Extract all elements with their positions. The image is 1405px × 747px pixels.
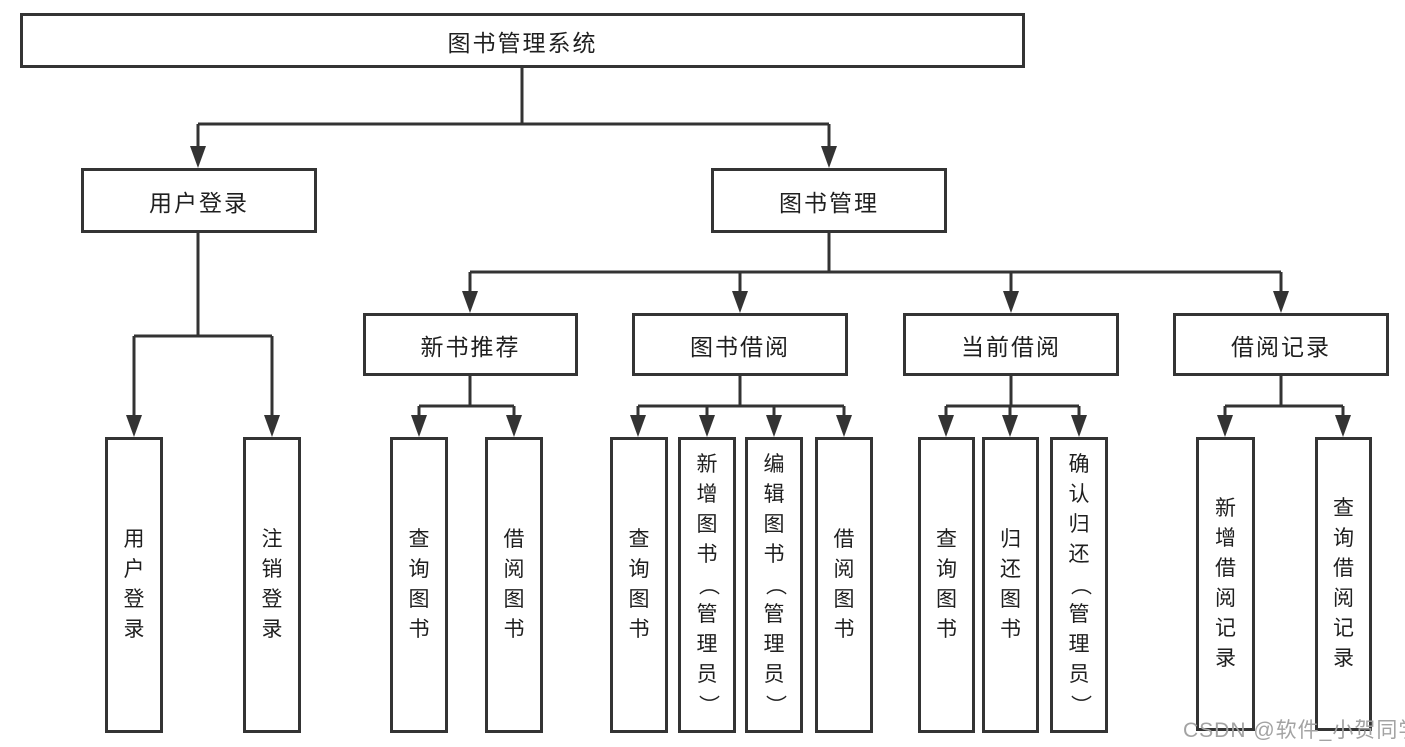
leaf-label: 新增借阅记录	[1215, 497, 1236, 670]
leaf-edit-books-admin: 编辑图书（管理员）	[745, 437, 803, 733]
arrowheads	[126, 146, 1351, 437]
node-current-borrow: 当前借阅	[903, 313, 1119, 376]
leaf-label: 查询图书	[628, 528, 650, 641]
leaf-return-books: 归还图书	[982, 437, 1039, 733]
leaf-borrow-books-recommend: 借阅图书	[485, 437, 543, 733]
leaf-label: 归还图书	[1000, 528, 1021, 641]
node-label: 借阅记录	[1231, 333, 1331, 360]
leaf-confirm-return-admin: 确认归还（管理员）	[1050, 437, 1108, 733]
leaf-label: 用户登录	[123, 528, 145, 641]
node-label: 图书借阅	[690, 333, 790, 360]
leaf-label: 借阅图书	[833, 528, 855, 641]
leaf-query-books-borrow: 查询图书	[610, 437, 668, 733]
leaf-label: 编辑图书（管理员）	[763, 453, 786, 716]
node-label: 新书推荐	[420, 333, 521, 360]
node-label: 当前借阅	[961, 333, 1061, 360]
leaf-logout-login: 注销登录	[243, 437, 301, 733]
node-new-book-recommend: 新书推荐	[363, 313, 578, 376]
leaf-label: 查询图书	[408, 528, 430, 641]
node-user-login: 用户登录	[81, 168, 317, 233]
node-borrow-records: 借阅记录	[1173, 313, 1389, 376]
leaf-user-login: 用户登录	[105, 437, 163, 733]
leaf-add-borrow-record: 新增借阅记录	[1196, 437, 1255, 731]
leaf-borrow-books: 借阅图书	[815, 437, 873, 733]
node-library-management-system: 图书管理系统	[20, 13, 1025, 68]
leaf-add-books-admin: 新增图书（管理员）	[678, 437, 736, 733]
csdn-watermark: CSDN @软件_小贺同学	[1183, 719, 1405, 742]
leaf-query-borrow-record: 查询借阅记录	[1315, 437, 1372, 731]
leaf-label: 注销登录	[261, 528, 283, 641]
node-label: 用户登录	[149, 189, 249, 216]
node-book-borrow: 图书借阅	[632, 313, 848, 376]
node-book-management: 图书管理	[711, 168, 947, 233]
node-label: 图书管理	[779, 189, 879, 216]
leaf-query-books-recommend: 查询图书	[390, 437, 448, 733]
leaf-query-books-current: 查询图书	[918, 437, 975, 733]
leaf-label: 借阅图书	[503, 528, 525, 641]
leaf-label: 查询图书	[936, 528, 957, 641]
leaf-label: 确认归还（管理员）	[1068, 453, 1091, 716]
leaf-label: 新增图书（管理员）	[696, 453, 719, 716]
leaf-label: 查询借阅记录	[1333, 497, 1354, 670]
node-label: 图书管理系统	[447, 29, 598, 56]
